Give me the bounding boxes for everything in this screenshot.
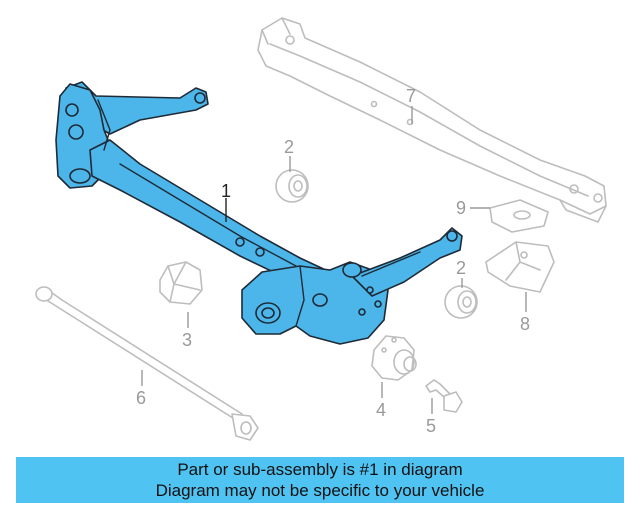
part-2-bushing-lower (444, 285, 478, 319)
part-9-bracket (489, 199, 549, 233)
part-7-subframe (257, 17, 607, 223)
part-5-bolt (425, 379, 463, 413)
part-6-rod (35, 286, 259, 441)
callout-5: 5 (426, 416, 436, 436)
callout-6: 6 (136, 388, 146, 408)
callout-8: 8 (520, 314, 530, 334)
callout-7: 7 (406, 86, 416, 106)
callout-4: 4 (376, 400, 386, 420)
part-4-hub (371, 335, 417, 381)
info-banner: Part or sub-assembly is #1 in diagram Di… (16, 457, 624, 503)
banner-line-disclaimer: Diagram may not be specific to your vehi… (155, 481, 485, 500)
parts-diagram: 1 2 2 3 4 5 6 7 8 9 (35, 17, 607, 441)
callout-9: 9 (456, 198, 466, 218)
banner-line-part: Part or sub-assembly is #1 in diagram (177, 460, 463, 479)
callout-2-lower: 2 (456, 258, 466, 278)
callout-3: 3 (182, 330, 192, 350)
callout-1: 1 (221, 181, 231, 201)
part-2-bushing-upper (275, 169, 309, 203)
part-1-axle-beam (55, 81, 463, 345)
part-8-mount (485, 241, 555, 293)
callout-2-upper: 2 (284, 137, 294, 157)
part-3-stop (159, 261, 203, 305)
